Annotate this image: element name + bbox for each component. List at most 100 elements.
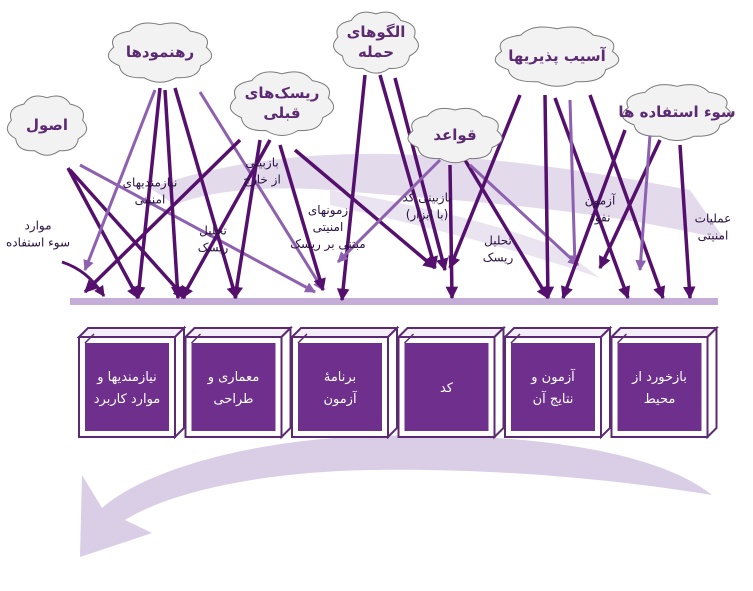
flow-arrow: [83, 138, 242, 294]
flow-arrow: [635, 134, 652, 272]
cloud-label-attack-patterns: الگوهای حمله: [347, 23, 406, 61]
activity-risk-based-tests-line: زمونهای: [308, 203, 349, 218]
cloud-label-rules: قواعد: [433, 126, 476, 144]
cloud-shape: [407, 107, 503, 164]
phase-label-architecture-line: طراحی: [213, 392, 253, 407]
phase-label-code: کد: [440, 381, 454, 396]
upper-swoosh: [150, 153, 725, 240]
flow-arrow: [678, 144, 696, 300]
activity-risk-analysis-2-line: ریسک: [483, 251, 514, 266]
box-side-face: [387, 325, 398, 440]
flow-arrow: [336, 158, 442, 264]
flow-arrow: [598, 139, 662, 270]
flow-arrow: [445, 164, 459, 300]
activity-risk-analysis-1-line: تحلیل: [199, 224, 227, 238]
phase-label-field-feedback-line: بازخورد از: [631, 370, 687, 385]
box-side-face: [174, 325, 185, 440]
phase-label-requirements-line: نیازمندیها و: [96, 370, 156, 385]
cycle-arrow: [80, 435, 712, 557]
flow-arrow: [83, 89, 157, 272]
flow-arrow: [378, 74, 438, 270]
flow-arrow: [132, 87, 162, 300]
flow-arrow: [180, 139, 272, 300]
cloud-label-previous-risks-line: ریسک‌های: [245, 84, 320, 102]
box-side-face: [706, 325, 718, 440]
phase-label-test-plans-line: آزمون: [323, 390, 358, 407]
flow-arrow: [68, 168, 187, 300]
box-front-panel: [617, 343, 702, 431]
cloud-label-principles-line: اصول: [26, 116, 68, 134]
flow-arrow: [541, 94, 555, 300]
phase-box-code: کد: [396, 325, 506, 440]
flow-arrow: [588, 94, 666, 300]
box-top-face: [609, 327, 719, 338]
box-edge: [190, 333, 202, 344]
activity-security-operations: عملیات امنیتی: [695, 212, 732, 243]
activity-penetration-testing-line: آزمون: [585, 193, 616, 209]
activity-security-requirements-line: نیازمندیهای: [123, 176, 178, 191]
phases-layer: نیازمندیها و موارد کاربرد معماری و طراحی برن…: [76, 325, 719, 440]
activity-penetration-testing-line: نفوذ: [590, 211, 611, 226]
cloud-label-attack-patterns-line: الگوهای: [347, 23, 406, 41]
cloud-label-vulnerabilities: آسیب پذیریها: [508, 47, 606, 66]
flow-arrow: [553, 97, 631, 300]
cloud-shape: [229, 71, 335, 136]
activity-security-operations-line: عملیات: [695, 212, 732, 226]
activity-security-operations-line: امنیتی: [698, 229, 729, 243]
cloud-vulnerabilities: آسیب پذیریها: [494, 26, 620, 87]
box-front-panel: [191, 343, 276, 431]
flow-arrow: [198, 91, 325, 291]
box-top-face: [76, 327, 187, 338]
phase-box-requirements: نیازمندیها و موارد کاربرد: [76, 325, 187, 440]
flow-arrow: [463, 159, 550, 300]
phase-label-architecture-line: معماری و: [207, 370, 260, 385]
cloud-label-rules-line: قواعد: [433, 126, 476, 144]
cloud-rules: قواعد: [407, 107, 503, 164]
box-top-face: [502, 327, 613, 338]
box-side-face: [600, 325, 611, 440]
phase-label-test-results-line: نتایج آن: [533, 390, 574, 407]
activity-external-review-line: بازبینی: [245, 156, 278, 171]
flow-arrow: [278, 144, 326, 292]
box-side-face: [280, 325, 292, 440]
phase-label-test-plans-line: برنامهٔ: [324, 370, 356, 385]
cloud-abuse: سوء استفاده ها: [618, 84, 736, 142]
box-top-face: [183, 327, 293, 338]
flow-arrow: [568, 99, 581, 267]
cloud-label-attack-patterns-line: حمله: [358, 43, 394, 61]
box-edge: [403, 333, 415, 344]
box-top-face: [289, 327, 400, 338]
phase-label-requirements-line: موارد کاربرد: [94, 392, 161, 407]
cloud-label-guidelines-line: رهنمودها: [126, 43, 194, 61]
flow-arrow: [61, 260, 106, 297]
activity-external-review: بازبینی از خارج: [243, 156, 281, 188]
cloud-shape: [107, 22, 213, 83]
cloud-label-vulnerabilities-line: آسیب پذیریها: [508, 47, 606, 66]
flow-arrow: [173, 87, 239, 300]
box-side-face: [493, 325, 505, 440]
cloud-shape: [333, 11, 419, 74]
activity-risk-analysis-2-line: تحلیل: [484, 234, 512, 248]
phase-label-architecture: معماری و طراحی: [207, 370, 260, 407]
activity-abuse-cases-line: سوء استفاده: [6, 236, 70, 251]
activity-penetration-testing: آزمون نفوذ: [585, 193, 616, 226]
timeline-bar: [70, 298, 718, 305]
flow-arrow: [163, 89, 184, 300]
phase-box-test-plans: برنامهٔ آزمون: [289, 325, 400, 440]
flow-arrow: [66, 167, 140, 300]
cloud-shape: [494, 26, 620, 87]
box-edge: [84, 333, 95, 344]
box-top-face: [396, 327, 506, 338]
activity-external-review-line: از خارج: [243, 173, 281, 188]
activity-risk-based-tests-line: امنیتی: [313, 220, 344, 234]
